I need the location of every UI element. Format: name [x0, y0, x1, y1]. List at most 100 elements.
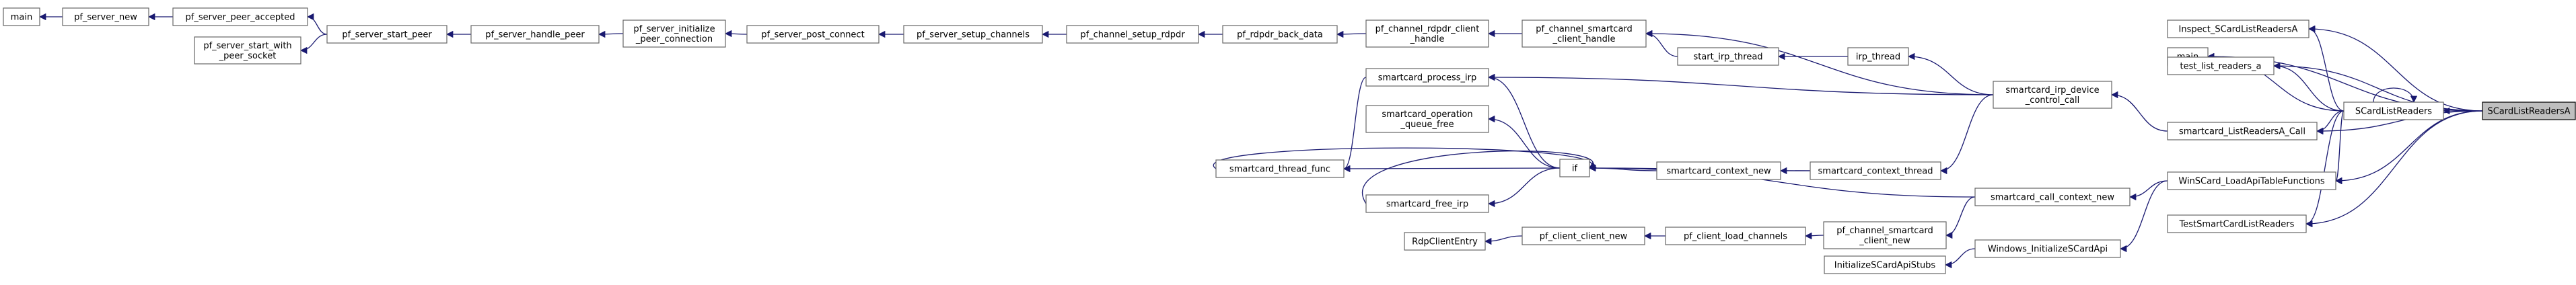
edge-windows-initialize-scard-api-to-initialize-scard-api-stubs: [1944, 248, 1976, 269]
node-box: [2167, 56, 2275, 75]
edge-scard-list-readers-to-test-list-readers-a: [2273, 62, 2345, 112]
node-label: smartcard_free_irp: [1386, 200, 1468, 210]
node-box: [2167, 214, 2307, 233]
node-label: test_list_readers_a: [2180, 62, 2262, 72]
node-smartcard-thread-func[interactable]: smartcard_thread_func: [1215, 159, 1345, 178]
node-pf-server-start-with-peer-socket[interactable]: pf_server_start_with_peer_socket: [194, 36, 301, 65]
node-pf-channel-smartcard-client-handle[interactable]: pf_channel_smartcard_client_handle: [1522, 19, 1647, 48]
edge-smartcard-free-irp-to-if-node: [1362, 150, 1597, 204]
node-pf-client-client-new[interactable]: pf_client_client_new: [1522, 227, 1645, 245]
node-box: [1810, 161, 1941, 180]
edge-win-scard-load-api-table-functions-to-smartcard-call-context-new: [2128, 180, 2168, 201]
node-box: [1677, 47, 1779, 66]
node-box: [2343, 101, 2444, 120]
node-label: SCardListReaders: [2355, 107, 2432, 117]
node-if-node[interactable]: if: [1559, 159, 1590, 177]
node-label: Windows_InitializeSCardApi: [1988, 245, 2108, 255]
node-box: [326, 25, 448, 44]
node-smartcard-operation-queue-free[interactable]: smartcard_operation_queue_free: [1365, 105, 1489, 133]
node-label: pf_server_post_connect: [761, 30, 864, 40]
node-box: [1974, 239, 2121, 258]
node-irp-thread[interactable]: irp_thread: [1847, 47, 1909, 66]
node-box: [172, 7, 308, 26]
edge-pf-channel-smartcard-client-new-to-pf-client-load-channels: [1804, 232, 1824, 240]
node-label: pf_server_start_peer: [342, 30, 432, 40]
node-inspect-scard-list-readers-a[interactable]: Inspect_SCardListReadersA: [2167, 19, 2310, 38]
edge-smartcard-irp-device-control-call-to-smartcard-context-thread: [1939, 94, 1994, 175]
node-smartcard-context-thread[interactable]: smartcard_context_thread: [1810, 161, 1941, 180]
edge-scard-list-readers-a-to-test-smart-card-list-readers: [2305, 110, 2483, 228]
node-pf-server-initialize-peer-connection[interactable]: pf_server_initialize_peer_connection: [622, 19, 726, 48]
node-smartcard-context-new[interactable]: smartcard_context_new: [1656, 161, 1781, 180]
node-test-smart-card-list-readers[interactable]: TestSmartCardListReaders: [2167, 214, 2307, 233]
node-box: [1222, 25, 1338, 44]
node-pf-server-start-peer[interactable]: pf_server_start_peer: [326, 25, 448, 44]
node-label: pf_server_new: [74, 13, 137, 23]
node-label: if: [1572, 164, 1578, 174]
node-box: [903, 25, 1043, 44]
node-start-irp-thread[interactable]: start_irp_thread: [1677, 47, 1779, 66]
edge-if-node-to-smartcard-operation-queue-free: [1487, 115, 1561, 169]
edge-win-scard-load-api-table-functions-to-windows-initialize-scard-api: [2119, 180, 2168, 253]
node-box: [2167, 122, 2318, 140]
node-label: pf_client_client_new: [1540, 232, 1628, 242]
edges-layer: [38, 13, 2483, 269]
node-pf-channel-rdpdr-client-handle[interactable]: pf_channel_rdpdr_client_handle: [1365, 19, 1489, 48]
node-smartcard-call-context-new[interactable]: smartcard_call_context_new: [1974, 188, 2131, 206]
node-rdp-client-entry[interactable]: RdpClientEntry: [1404, 232, 1486, 251]
node-initialize-scard-api-stubs[interactable]: InitializeSCardApiStubs: [1824, 255, 1946, 274]
node-box: [1365, 19, 1489, 48]
node-box: [1066, 25, 1199, 44]
node-scard-list-readers-a[interactable]: SCardListReadersA: [2482, 101, 2576, 120]
node-box: [3, 7, 40, 26]
node-label: smartcard_thread_func: [1229, 165, 1330, 175]
node-windows-initialize-scard-api[interactable]: Windows_InitializeSCardApi: [1974, 239, 2121, 258]
node-box: [62, 7, 149, 26]
node-test-list-readers-a[interactable]: test_list_readers_a: [2167, 56, 2275, 75]
node-label: smartcard_context_new: [1666, 167, 1771, 177]
node-smartcard-free-irp[interactable]: smartcard_free_irp: [1365, 194, 1489, 213]
node-label: pf_server_handle_peer: [485, 30, 585, 40]
edge-scard-list-readers-to-inspect-scard-list-readers-a: [2307, 25, 2345, 112]
node-pf-channel-smartcard-client-new[interactable]: pf_channel_smartcard_client_new: [1823, 221, 1947, 249]
edge-scard-list-readers-to-scard-list-readers: [2373, 87, 2418, 104]
node-label: RdpClientEntry: [1412, 237, 1478, 247]
node-box: [1404, 232, 1486, 251]
node-box: [470, 25, 600, 44]
node-main-server[interactable]: main: [3, 7, 40, 26]
node-pf-rdpdr-back-data[interactable]: pf_rdpdr_back_data: [1222, 25, 1338, 44]
node-pf-server-peer-accepted[interactable]: pf_server_peer_accepted: [172, 7, 308, 26]
edge-smartcard-irp-device-control-call-to-pf-channel-smartcard-client-handle: [1645, 30, 1994, 95]
node-box: [746, 25, 880, 44]
edge-start-irp-thread-to-pf-channel-smartcard-client-handle: [1645, 30, 1678, 57]
node-label: smartcard_irp_device: [2005, 85, 2099, 95]
node-label: SCardListReadersA: [2487, 107, 2570, 117]
node-smartcard-process-irp[interactable]: smartcard_process_irp: [1365, 68, 1489, 87]
node-scard-list-readers[interactable]: SCardListReaders: [2343, 101, 2444, 120]
node-box: [1823, 221, 1947, 249]
node-pf-client-load-channels[interactable]: pf_client_load_channels: [1665, 227, 1806, 245]
node-win-scard-load-api-table-functions[interactable]: WinSCard_LoadApiTableFunctions: [2167, 171, 2336, 190]
edge-scard-list-readers-to-test-smart-card-list-readers: [2305, 110, 2345, 228]
edge-pf-server-start-peer-to-pf-server-peer-accepted: [306, 13, 328, 35]
node-label: _peer_connection: [635, 34, 713, 44]
node-label: _client_new: [1859, 236, 1910, 246]
node-label: smartcard_context_thread: [1818, 167, 1933, 177]
node-pf-server-new[interactable]: pf_server_new: [62, 7, 149, 26]
node-label: _handle: [1410, 34, 1445, 44]
node-pf-server-handle-peer[interactable]: pf_server_handle_peer: [470, 25, 600, 44]
node-smartcard-irp-device-control-call[interactable]: smartcard_irp_device_control_call: [1993, 81, 2112, 109]
node-label: _queue_free: [1400, 120, 1454, 130]
node-box: [1365, 194, 1489, 213]
node-box: [2482, 101, 2576, 120]
node-pf-server-post-connect[interactable]: pf_server_post_connect: [746, 25, 880, 44]
edge-if-node-to-smartcard-free-irp: [1487, 167, 1561, 208]
node-pf-server-setup-channels[interactable]: pf_server_setup_channels: [903, 25, 1043, 44]
node-label: pf_server_start_with: [203, 41, 291, 51]
node-smartcard-list-readers-a-call[interactable]: smartcard_ListReadersA_Call: [2167, 122, 2318, 140]
edge-smartcard-call-context-new-to-pf-channel-smartcard-client-new: [1945, 196, 1976, 239]
node-pf-channel-setup-rdpdr[interactable]: pf_channel_setup_rdpdr: [1066, 25, 1199, 44]
node-label: InitializeSCardApiStubs: [1834, 261, 1936, 271]
node-box: [1215, 159, 1345, 178]
node-box: [2167, 171, 2336, 190]
